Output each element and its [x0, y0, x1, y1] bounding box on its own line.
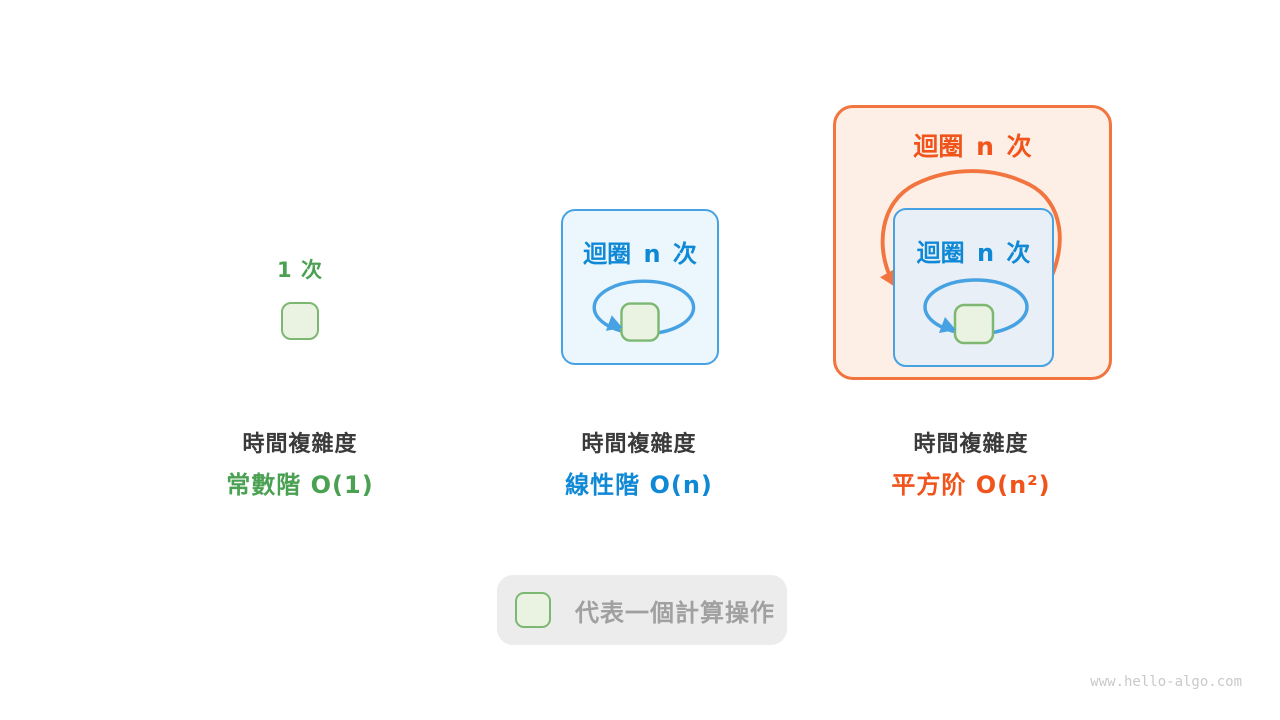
- loop-arrow-icon: [592, 279, 696, 342]
- constant-complexity-label: 常數階 O(1): [226, 471, 374, 499]
- arrowhead-icon: [605, 315, 623, 331]
- outer-loop-arrow-icon: [880, 169, 1062, 288]
- operation-box-icon: [515, 592, 551, 628]
- quadratic-complexity-label: 平方阶 O(n²): [891, 471, 1051, 499]
- linear-complexity-label: 線性階 O(n): [565, 471, 713, 499]
- watermark: www.hello-algo.com: [1090, 674, 1242, 690]
- legend: 代表一個計算操作: [497, 575, 787, 645]
- quadratic-outer-loop-label: 迴圈 n 次: [913, 132, 1032, 161]
- operation-box-icon: [281, 302, 319, 340]
- constant-count-label: 1 次: [277, 258, 323, 282]
- arrowhead-icon: [939, 317, 956, 333]
- quadratic-loop-panel: 迴圈 n 次 迴圈 n 次: [833, 105, 1112, 380]
- linear-loop-label: 迴圈 n 次: [583, 240, 697, 268]
- legend-label: 代表一個計算操作: [575, 598, 775, 627]
- operation-box-icon: [620, 302, 660, 342]
- constant-caption: 時間複雜度: [242, 432, 358, 457]
- operation-box-icon: [953, 303, 995, 345]
- quadratic-inner-loop-label: 迴圈 n 次: [916, 239, 1031, 267]
- linear-loop-panel: 迴圈 n 次: [561, 209, 719, 365]
- outer-loop-arc: [880, 169, 1062, 286]
- quadratic-caption: 時間複雜度: [913, 432, 1029, 457]
- arrowhead-icon: [880, 268, 897, 288]
- linear-caption: 時間複雜度: [581, 432, 697, 457]
- quadratic-inner-loop-panel: 迴圈 n 次: [893, 208, 1054, 367]
- loop-arrow-icon: [923, 278, 1029, 345]
